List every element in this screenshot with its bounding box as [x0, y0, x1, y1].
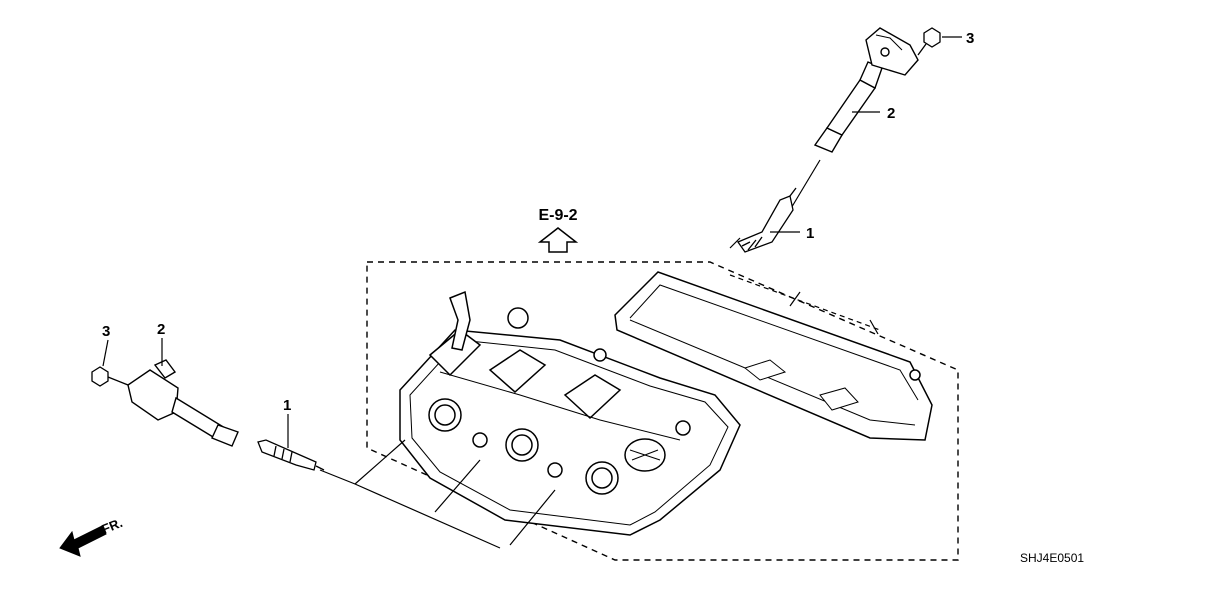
front-direction-arrow-icon — [59, 525, 107, 557]
callout-left-bolt[interactable]: 3 — [102, 323, 110, 340]
left-bolt-leader — [102, 339, 109, 367]
reference-label[interactable]: E-9-2 — [538, 207, 577, 224]
diagram-code: SHJ4E0501 — [1020, 551, 1084, 565]
head-cover-front — [399, 290, 741, 536]
leader-lines — [319, 159, 881, 549]
callout-left-spark-plug[interactable]: 1 — [283, 397, 291, 414]
callout-right-ignition-coil[interactable]: 2 — [887, 105, 895, 122]
callout-left-ignition-coil[interactable]: 2 — [157, 321, 165, 338]
right-bolt[interactable] — [917, 27, 941, 56]
front-direction-label: FR. — [100, 515, 125, 537]
left-bolt[interactable] — [91, 366, 129, 387]
left-spark-plug[interactable] — [257, 439, 325, 471]
callout-right-bolt[interactable]: 3 — [966, 30, 974, 47]
left-ignition-coil[interactable] — [127, 359, 239, 447]
right-spark-plug[interactable] — [737, 187, 797, 253]
engine-cover-rear — [614, 271, 933, 441]
reference-up-arrow-icon[interactable] — [537, 227, 579, 253]
right-ignition-coil[interactable] — [813, 27, 919, 153]
assembly-boundary — [366, 261, 959, 561]
callout-right-spark-plug[interactable]: 1 — [806, 225, 814, 242]
